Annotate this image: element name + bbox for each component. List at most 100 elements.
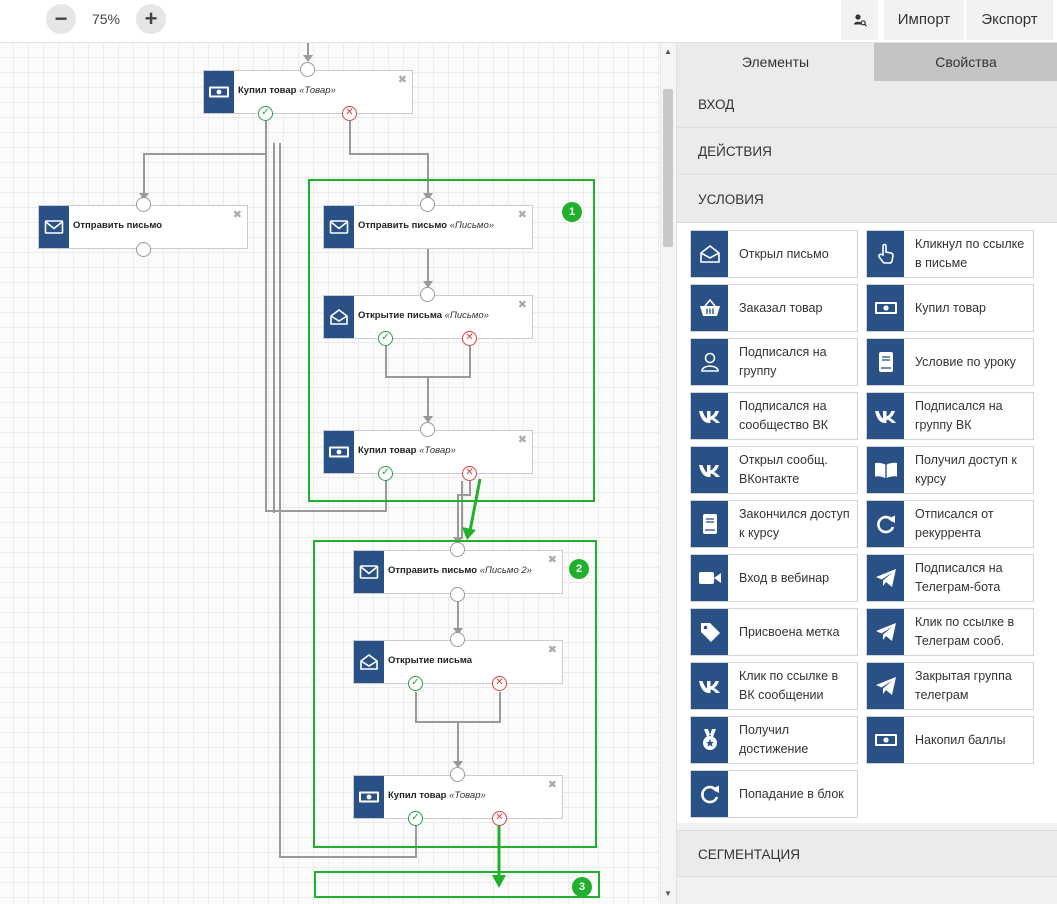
tab-elements[interactable]: Элементы bbox=[677, 43, 874, 81]
close-icon[interactable]: ✖ bbox=[547, 644, 557, 656]
section-actions[interactable]: ДЕЙСТВИЯ bbox=[677, 128, 1057, 175]
scroll-down-icon[interactable]: ▼ bbox=[664, 889, 672, 898]
envelope-icon bbox=[39, 206, 69, 248]
telegram-icon bbox=[867, 555, 904, 601]
section-segmentation[interactable]: СЕГМЕНТАЦИЯ bbox=[677, 830, 1057, 877]
yes-port[interactable]: ✓ bbox=[408, 811, 423, 826]
condition-tile[interactable]: Получил достижение bbox=[690, 716, 858, 764]
condition-tile[interactable]: Отписался от рекуррента bbox=[866, 500, 1034, 548]
telegram-icon bbox=[867, 663, 904, 709]
canvas-scrollbar[interactable]: ▲ ▼ bbox=[660, 43, 676, 904]
close-icon[interactable]: ✖ bbox=[517, 209, 527, 221]
condition-tile[interactable]: Закончился доступ к курсу bbox=[690, 500, 858, 548]
input-port[interactable] bbox=[420, 287, 435, 302]
close-icon[interactable]: ✖ bbox=[517, 299, 527, 311]
zoom-out-button[interactable]: − bbox=[46, 4, 76, 34]
user-search-icon bbox=[853, 14, 867, 27]
user-search-button[interactable] bbox=[841, 0, 878, 40]
banknote-icon bbox=[867, 285, 904, 331]
yes-port[interactable]: ✓ bbox=[258, 106, 273, 121]
yes-port[interactable]: ✓ bbox=[378, 466, 393, 481]
condition-tile[interactable]: Присвоена метка bbox=[690, 608, 858, 656]
input-port[interactable] bbox=[420, 422, 435, 437]
banknote-icon bbox=[354, 776, 384, 818]
flow-node[interactable]: Отправить письмо «Письмо 2» ✖ bbox=[353, 550, 563, 594]
condition-label: Открыл сообщ. ВКонтакте bbox=[739, 453, 828, 486]
flow-node[interactable]: Купил товар «Товар» ✖ bbox=[323, 430, 533, 474]
input-port[interactable] bbox=[136, 197, 151, 212]
input-port[interactable] bbox=[420, 197, 435, 212]
close-icon[interactable]: ✖ bbox=[547, 779, 557, 791]
condition-tile[interactable]: Кликнул по ссылке в письме bbox=[866, 230, 1034, 278]
flow-node[interactable]: Отправить письмо «Письмо» ✖ bbox=[323, 205, 533, 249]
condition-tile[interactable]: Получил доступ к курсу bbox=[866, 446, 1034, 494]
flow-node[interactable]: Купил товар «Товар» ✖ bbox=[353, 775, 563, 819]
condition-label: Подписался на группу ВК bbox=[915, 399, 1003, 432]
condition-tile[interactable]: Закрытая группа телеграм bbox=[866, 662, 1034, 710]
condition-tile[interactable]: Открыл сообщ. ВКонтакте bbox=[690, 446, 858, 494]
close-icon[interactable]: ✖ bbox=[232, 209, 242, 221]
input-port[interactable] bbox=[450, 767, 465, 782]
condition-label: Кликнул по ссылке в письме bbox=[915, 237, 1025, 270]
condition-tile[interactable]: Подписался на группу bbox=[690, 338, 858, 386]
envelope-open-icon bbox=[354, 641, 384, 683]
open-book-icon bbox=[867, 447, 904, 493]
input-port[interactable] bbox=[300, 62, 315, 77]
condition-tile[interactable]: Подписался на сообщество ВК bbox=[690, 392, 858, 440]
flow-node[interactable]: Отправить письмо ✖ bbox=[38, 205, 248, 249]
condition-tile[interactable]: Условие по уроку bbox=[866, 338, 1034, 386]
envelope-icon bbox=[324, 206, 354, 248]
yes-port[interactable]: ✓ bbox=[408, 676, 423, 691]
condition-tile[interactable]: Вход в вебинар bbox=[690, 554, 858, 602]
condition-tile[interactable]: Клик по ссылке в ВК сообщении bbox=[690, 662, 858, 710]
section-conditions[interactable]: УСЛОВИЯ bbox=[677, 176, 1057, 223]
condition-tile[interactable]: Подписался на группу ВК bbox=[866, 392, 1034, 440]
refresh-icon bbox=[867, 501, 904, 547]
close-icon[interactable]: ✖ bbox=[397, 74, 407, 86]
condition-label: Закончился доступ к курсу bbox=[739, 507, 850, 540]
group-frame-3 bbox=[314, 871, 600, 898]
group-badge-3: 3 bbox=[572, 877, 592, 897]
elements-panel: Элементы Свойства ВХОД ДЕЙСТВИЯ УСЛОВИЯ … bbox=[676, 43, 1057, 904]
condition-label: Заказал товар bbox=[739, 300, 823, 315]
output-port[interactable] bbox=[136, 242, 151, 257]
condition-label: Открыл письмо bbox=[739, 246, 829, 261]
condition-tile[interactable]: Попадание в блок bbox=[690, 770, 858, 818]
condition-label: Подписался на группу bbox=[739, 345, 827, 378]
input-port[interactable] bbox=[450, 632, 465, 647]
tab-properties[interactable]: Свойства bbox=[874, 43, 1057, 81]
zoom-level: 75% bbox=[91, 11, 121, 27]
zoom-in-button[interactable]: + bbox=[136, 4, 166, 34]
condition-tile[interactable]: Клик по ссылке в Телеграм сооб. bbox=[866, 608, 1034, 656]
condition-tile[interactable]: Подписался на Телеграм-бота bbox=[866, 554, 1034, 602]
no-port[interactable]: ✕ bbox=[342, 106, 357, 121]
node-label: Купил товар «Товар» bbox=[358, 445, 456, 456]
flow-node[interactable]: Открытие письма ✖ bbox=[353, 640, 563, 684]
no-port[interactable]: ✕ bbox=[492, 811, 507, 826]
flow-node[interactable]: Купил товар «Товар» ✖ bbox=[203, 70, 413, 114]
yes-port[interactable]: ✓ bbox=[378, 331, 393, 346]
scrollbar-thumb[interactable] bbox=[663, 89, 673, 247]
condition-tile[interactable]: Купил товар bbox=[866, 284, 1034, 332]
section-entry[interactable]: ВХОД bbox=[677, 81, 1057, 128]
node-label: Отправить письмо «Письмо 2» bbox=[388, 565, 532, 576]
banknote-icon bbox=[204, 71, 234, 113]
input-port[interactable] bbox=[450, 542, 465, 557]
banknote-icon bbox=[324, 431, 354, 473]
scroll-up-icon[interactable]: ▲ bbox=[664, 47, 672, 56]
condition-tile[interactable]: Открыл письмо bbox=[690, 230, 858, 278]
vk-icon bbox=[691, 447, 728, 493]
flow-canvas[interactable]: 1 2 3 Купил товар «Товар» ✖ ✓ ✕ Отправит… bbox=[0, 43, 660, 904]
close-icon[interactable]: ✖ bbox=[517, 434, 527, 446]
export-button[interactable]: Экспорт bbox=[966, 0, 1053, 40]
flow-node[interactable]: Открытие письма «Письмо» ✖ bbox=[323, 295, 533, 339]
import-button[interactable]: Импорт bbox=[884, 0, 964, 40]
no-port[interactable]: ✕ bbox=[462, 466, 477, 481]
condition-tile[interactable]: Накопил баллы bbox=[866, 716, 1034, 764]
no-port[interactable]: ✕ bbox=[462, 331, 477, 346]
close-icon[interactable]: ✖ bbox=[547, 554, 557, 566]
condition-label: Клик по ссылке в Телеграм сооб. bbox=[915, 615, 1015, 648]
no-port[interactable]: ✕ bbox=[492, 676, 507, 691]
condition-tile[interactable]: Заказал товар bbox=[690, 284, 858, 332]
output-port[interactable] bbox=[450, 587, 465, 602]
